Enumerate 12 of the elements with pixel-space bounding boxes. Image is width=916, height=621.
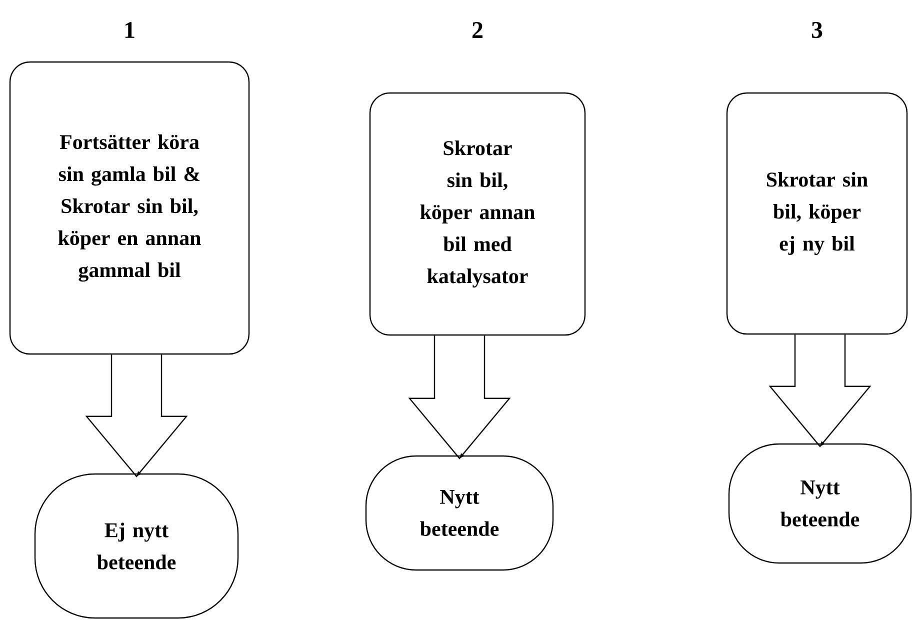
column-number: 1: [125, 22, 134, 38]
process-box: Skrotar sin bil, köper annan bil med katalysator: [369, 92, 586, 336]
outcome-box: Ej nytt beteende: [34, 473, 239, 619]
outcome-box: Nytt beteende: [728, 443, 912, 564]
column-number: 3: [812, 22, 822, 38]
outcome-box: Nytt beteende: [365, 455, 554, 571]
process-box: Fortsätter köra sin gamla bil & Skrotar sin bil, köper en annan gammal bil: [9, 61, 250, 355]
block-arrow: [408, 335, 511, 460]
block-arrow: [85, 354, 188, 478]
block-arrow: [768, 334, 872, 448]
process-box: Skrotar sin bil, köper ej ny bil: [726, 92, 908, 335]
column-number: 2: [472, 22, 482, 38]
